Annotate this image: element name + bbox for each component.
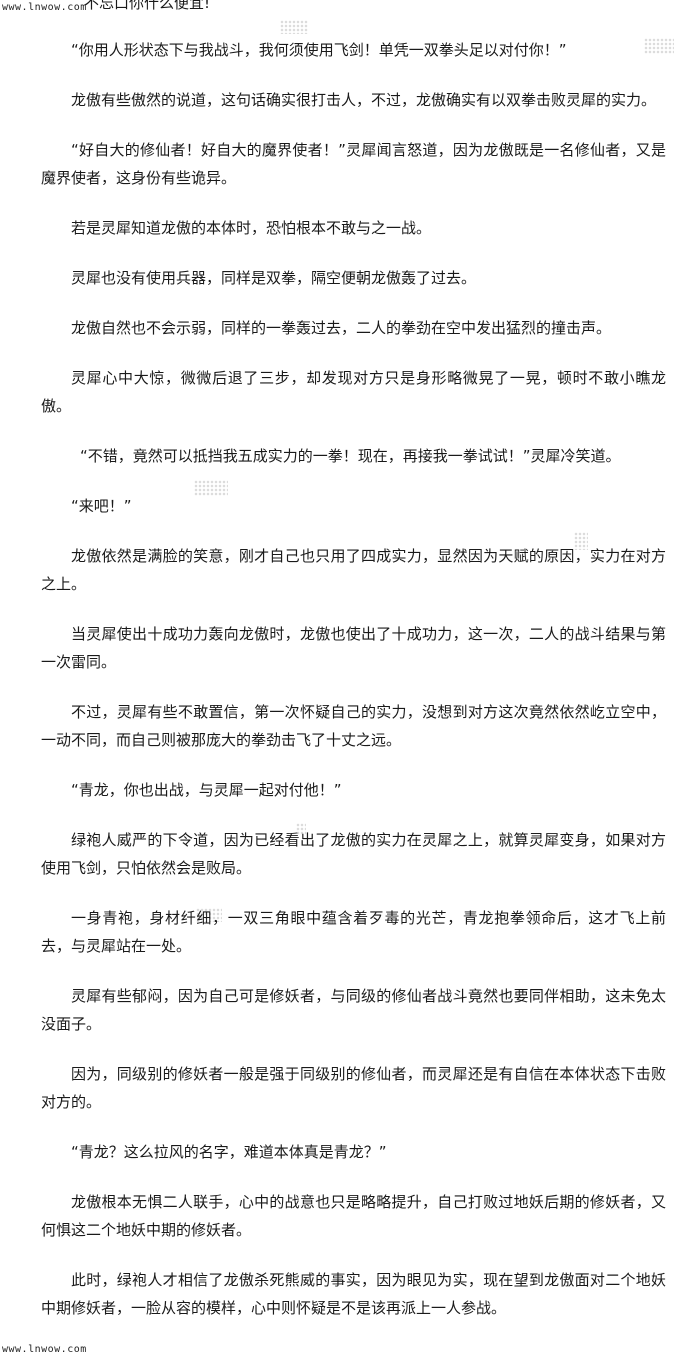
paragraph: “青龙，你也出战，与灵犀一起对付他！” (71, 781, 342, 799)
scan-noise (196, 908, 222, 922)
watermark-bottom: www.lnwow.com (2, 1344, 87, 1355)
article-body: “你用人形状态下与我战斗，我何须使用飞剑！单凭一双拳头足以对付你！” 龙傲有些傲… (41, 36, 666, 1344)
paragraph: 绿袍人威严的下令道，因为已经看出了龙傲的实力在灵犀之上，就算灵犀变身，如果对方使… (41, 831, 666, 877)
paragraph: 不过，灵犀有些不敢置信，第一次怀疑自己的实力，没想到对方这次竟然依然屹立空中，一… (41, 703, 666, 749)
paragraph: 当灵犀使出十成功力轰向龙傲时，龙傲也使出了十成功力，这一次，二人的战斗结果与第一… (41, 625, 666, 671)
scan-noise (574, 532, 588, 550)
top-text-fragment: 不忘口你什么便宜! (84, 0, 211, 12)
paragraph: 龙傲依然是满脸的笑意，刚才自己也只用了四成实力，显然因为天赋的原因，实力在对方之… (41, 547, 666, 593)
paragraph: 灵犀也没有使用兵器，同样是双拳，隔空便朝龙傲轰了过去。 (71, 269, 477, 287)
paragraph: “不错，竟然可以抵挡我五成实力的一拳！现在，再接我一拳试试！”灵犀冷笑道。 (80, 447, 621, 465)
paragraph: 龙傲根本无惧二人联手，心中的战意也只是略略提升，自己打败过地妖后期的修妖者，又何… (41, 1193, 666, 1239)
scan-noise (194, 480, 228, 496)
paragraph: “好自大的修仙者！好自大的魔界使者！”灵犀闻言怒道，因为龙傲既是一名修仙者，又是… (41, 141, 666, 187)
paragraph: 龙傲有些傲然的说道，这句话确实很打击人，不过，龙傲确实有以双拳击败灵犀的实力。 (71, 91, 657, 109)
scan-noise (280, 20, 308, 34)
paragraph: 此时，绿袍人才相信了龙傲杀死熊威的事实，因为眼见为实，现在望到龙傲面对二个地妖中… (41, 1271, 666, 1317)
paragraph: 灵犀有些郁闷，因为自己可是修妖者，与同级的修仙者战斗竟然也要同伴相助，这未免太没… (41, 987, 666, 1033)
paragraph: 灵犀心中大惊，微微后退了三步，却发现对方只是身形略微晃了一晃，顿时不敢小瞧龙傲。 (41, 369, 666, 415)
paragraph: 若是灵犀知道龙傲的本体时，恐怕根本不敢与之一战。 (71, 219, 432, 237)
watermark-top: www.lnwow.com (2, 2, 87, 13)
paragraph: 一身青袍，身材纤细，一双三角眼中蕴含着歹毒的光芒，青龙抱拳领命后，这才飞上前去，… (41, 909, 666, 955)
paragraph: “来吧！” (71, 497, 132, 515)
paragraph: 因为，同级别的修妖者一般是强于同级别的修仙者，而灵犀还是有自信在本体状态下击败对… (41, 1065, 666, 1111)
paragraph: “你用人形状态下与我战斗，我何须使用飞剑！单凭一双拳头足以对付你！” (71, 41, 567, 59)
scan-noise (644, 38, 674, 54)
scan-noise (296, 823, 306, 835)
paragraph: 龙傲自然也不会示弱，同样的一拳轰过去，二人的拳劲在空中发出猛烈的撞击声。 (71, 319, 612, 337)
paragraph: “青龙？这么拉风的名字，难道本体真是青龙？” (71, 1143, 387, 1161)
